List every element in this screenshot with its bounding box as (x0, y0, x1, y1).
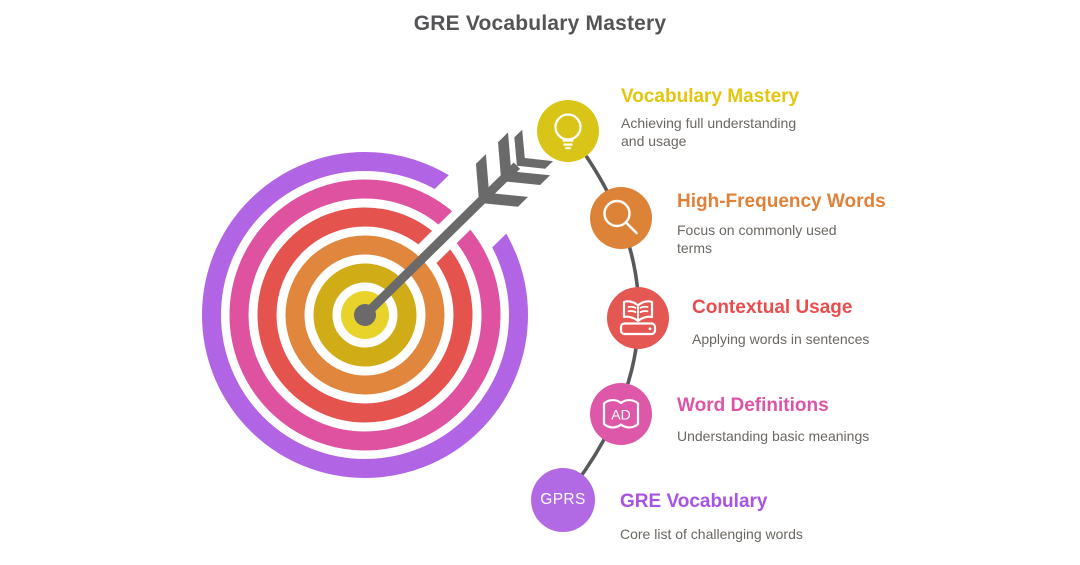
open-book-icon (619, 300, 657, 336)
badge-contextual-usage (607, 287, 669, 349)
badge-gre-vocabulary: GPRS (531, 468, 595, 532)
lightbulb-icon (554, 113, 582, 150)
magnifier-icon (603, 199, 638, 235)
item-heading-word-definitions: Word Definitions (677, 395, 829, 416)
item-heading-high-frequency-words: High-Frequency Words (677, 191, 886, 212)
badge-vocabulary-mastery (537, 100, 599, 162)
item-description-word-definitions: Understanding basic meanings (677, 428, 870, 444)
gprs-badge-text: GPRS (540, 491, 586, 508)
page-title: GRE Vocabulary Mastery (413, 12, 667, 35)
arrow-icon (354, 114, 569, 326)
item-description-high-frequency-words: Focus on commonly used terms (677, 222, 837, 257)
ad-book-icon: AD (602, 398, 640, 429)
item-description-vocabulary-mastery: Achieving full understanding and usage (621, 115, 797, 150)
item-heading-vocabulary-mastery: Vocabulary Mastery (621, 86, 800, 107)
bullseye-target (202, 152, 528, 478)
item-heading-gre-vocabulary: GRE Vocabulary (620, 491, 768, 512)
ad-book-label: AD (611, 407, 630, 423)
item-description-gre-vocabulary: Core list of challenging words (620, 526, 803, 542)
badge-word-definitions: AD (590, 383, 652, 445)
item-heading-contextual-usage: Contextual Usage (692, 297, 853, 318)
badge-high-frequency-words (590, 187, 652, 249)
item-description-contextual-usage: Applying words in sentences (692, 331, 870, 347)
